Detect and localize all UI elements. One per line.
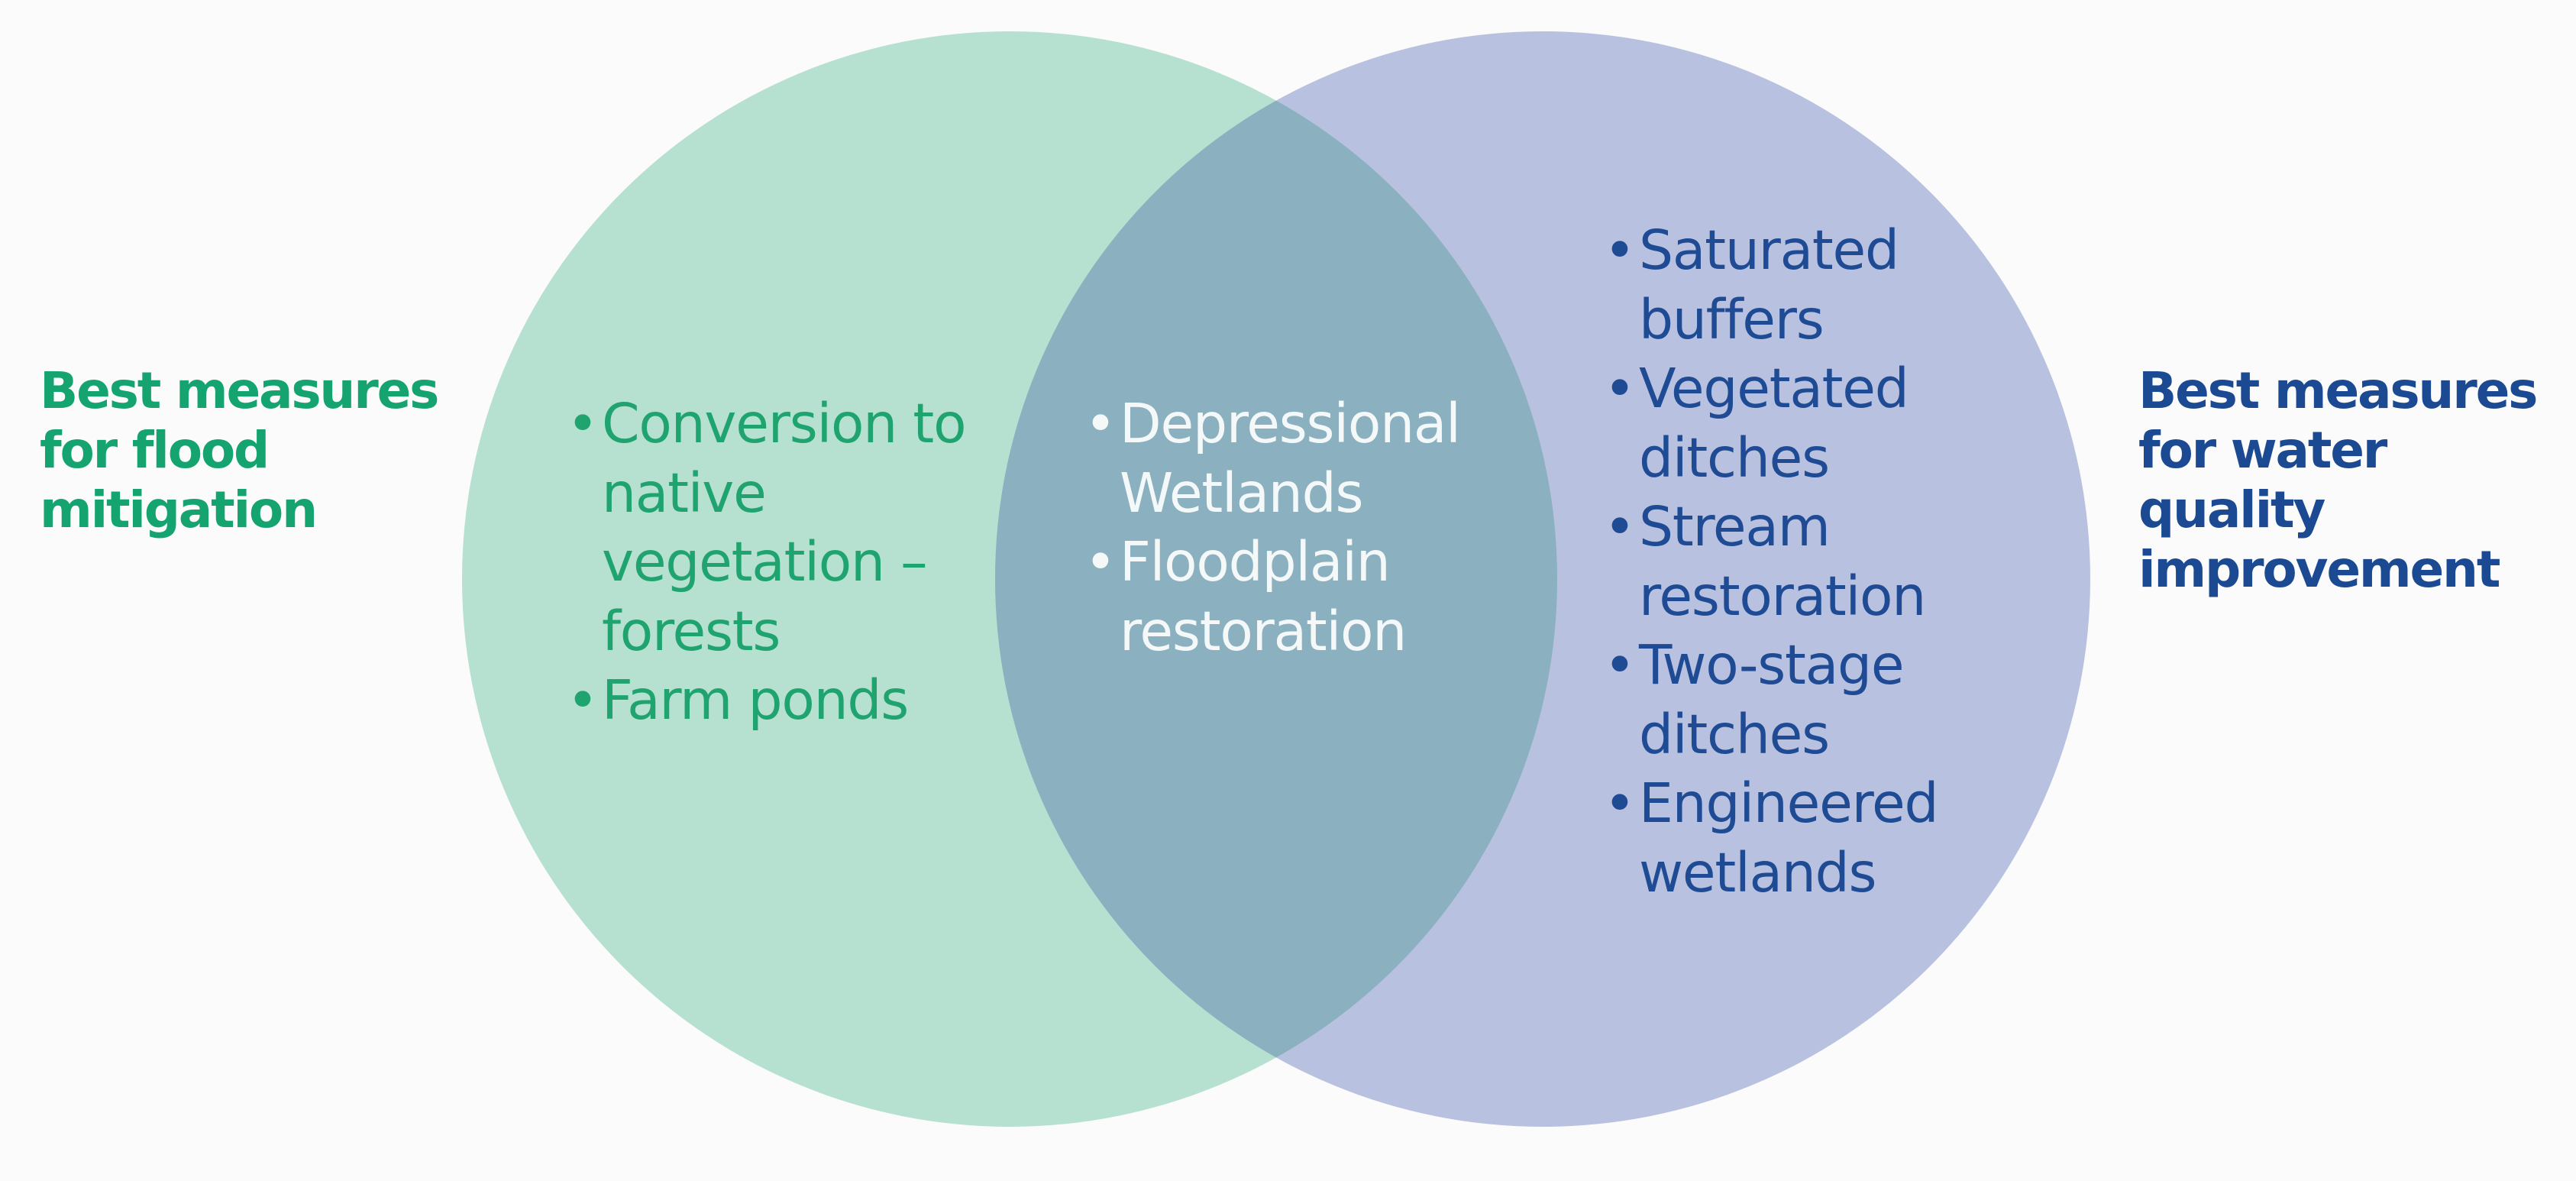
bullet-icon: •: [1604, 772, 1636, 835]
bullet-icon: •: [1604, 633, 1636, 697]
list-item-text: Depressional Wetlands: [1120, 392, 1461, 525]
list-item: • Vegetated ditches: [1604, 354, 2031, 493]
list-item-text: Vegetated ditches: [1639, 357, 1909, 490]
bullet-icon: •: [1084, 392, 1117, 455]
bullet-icon: •: [567, 668, 599, 732]
list-item: • Two-stage ditches: [1604, 631, 2031, 769]
right-set-label: Best measures for water quality improvem…: [2138, 361, 2538, 599]
bullet-icon: •: [1604, 357, 1636, 420]
list-item: • Farm ponds: [567, 666, 994, 736]
list-item: • Engineered wetlands: [1604, 769, 2031, 908]
list-item: • Stream restoration: [1604, 493, 2031, 631]
list-item: • Conversion to native vegetation – fore…: [567, 390, 994, 666]
left-set-list: • Conversion to native vegetation – fore…: [567, 390, 994, 736]
list-item-text: Floodplain restoration: [1120, 530, 1407, 663]
list-item-text: Saturated buffers: [1639, 218, 1899, 351]
list-item: • Depressional Wetlands: [1084, 390, 1512, 528]
right-set-list: • Saturated buffers • Vegetated ditches …: [1604, 216, 2031, 908]
bullet-icon: •: [1084, 530, 1117, 594]
list-item: • Saturated buffers: [1604, 216, 2031, 354]
bullet-icon: •: [1604, 218, 1636, 282]
bullet-icon: •: [567, 392, 599, 455]
list-item-text: Two-stage ditches: [1639, 633, 1905, 766]
list-item: • Floodplain restoration: [1084, 528, 1512, 666]
left-set-label: Best measures for flood mitigation: [40, 361, 439, 539]
bullet-icon: •: [1604, 495, 1636, 558]
list-item-text: Conversion to native vegetation – forest…: [602, 392, 967, 663]
list-item-text: Engineered wetlands: [1639, 772, 1939, 904]
list-item-text: Farm ponds: [602, 668, 909, 732]
overlap-set-list: • Depressional Wetlands • Floodplain res…: [1084, 390, 1512, 666]
overlap-region: [995, 31, 1557, 1127]
list-item-text: Stream restoration: [1639, 495, 1926, 628]
